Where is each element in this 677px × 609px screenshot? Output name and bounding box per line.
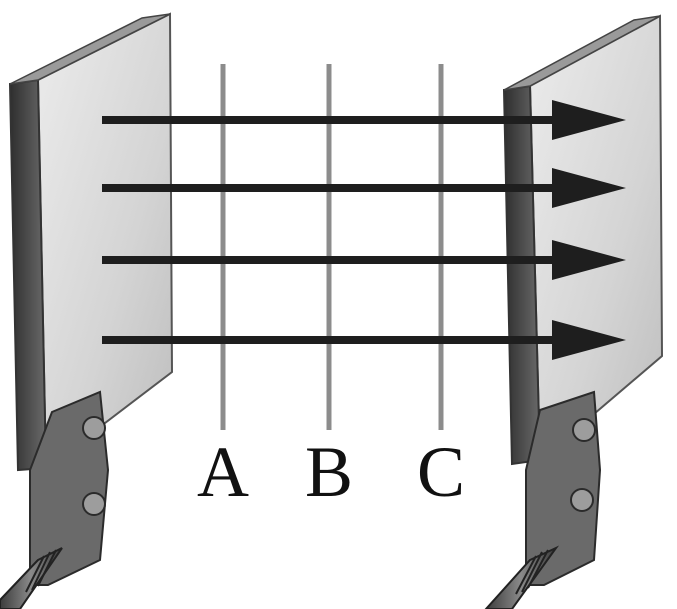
right-plate	[484, 14, 664, 609]
left-plate-top	[9, 13, 171, 85]
right-plate-face	[528, 14, 664, 463]
field-arrow-head	[552, 100, 626, 140]
line-label-c: C	[417, 432, 465, 512]
right-bracket-bolt-top	[572, 418, 596, 442]
field-arrow	[102, 100, 626, 140]
field-arrow-head	[552, 320, 626, 360]
left-plate-face	[36, 12, 174, 470]
field-arrow-head	[552, 168, 626, 208]
line-label-a: A	[197, 432, 249, 512]
left-plate-bracket	[29, 390, 110, 586]
left-bracket-bolt-bottom	[82, 492, 106, 516]
left-plate	[0, 12, 174, 609]
line-label-b: B	[305, 432, 353, 512]
field-arrows	[102, 100, 626, 360]
right-bracket-bolt-bottom	[570, 488, 594, 512]
field-arrow	[102, 320, 626, 360]
left-plate-rod	[0, 547, 63, 609]
line-labels: A B C	[197, 432, 465, 512]
right-plate-top	[503, 15, 661, 91]
right-rod-threads	[515, 549, 549, 595]
field-arrow	[102, 240, 626, 280]
vertical-lines	[220, 64, 444, 430]
left-bracket-bolt-top	[82, 416, 106, 440]
left-rod-threads	[25, 549, 57, 593]
field-arrow	[102, 168, 626, 208]
field-arrow-head	[552, 240, 626, 280]
